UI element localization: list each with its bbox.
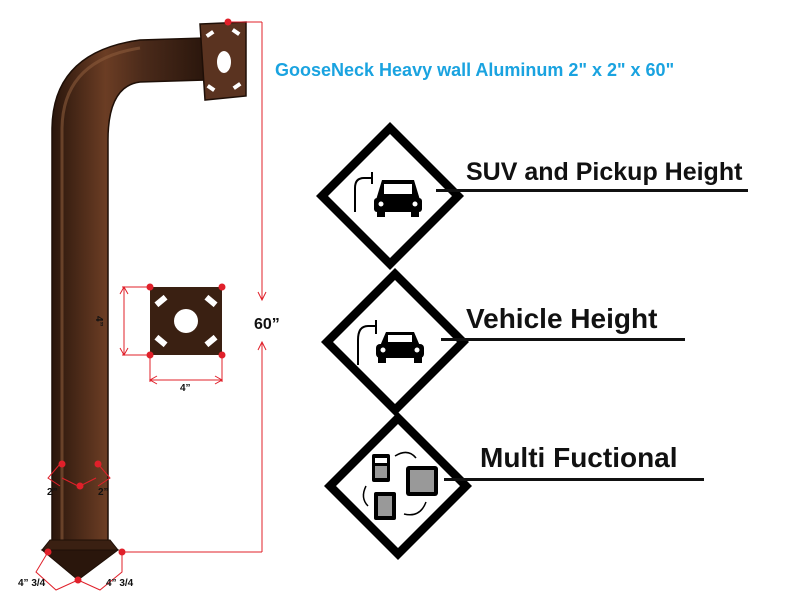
- diamond-badge-multi: [324, 412, 472, 560]
- feature-underline-suv: [436, 189, 748, 192]
- plate-height-label: 4”: [93, 316, 104, 327]
- feature-label-vehicle: Vehicle Height: [466, 303, 658, 334]
- diamond-badge-vehicle: [321, 268, 469, 416]
- top-mounting-plate: [199, 21, 247, 101]
- base-left-label: 4” 3/4: [18, 578, 46, 589]
- dimension-dots: [44, 18, 232, 584]
- gooseneck-post: [40, 37, 206, 581]
- diamond-badge-suv: [316, 122, 464, 270]
- plate-width-label: 4”: [180, 383, 191, 394]
- feature-label-multi: Multi Fuctional: [480, 442, 678, 473]
- post-width-right-label: 2”: [98, 487, 109, 498]
- suv-pickup-icon: [354, 172, 422, 217]
- plate-detail: [150, 287, 222, 355]
- post-width-left-label: 2”: [47, 487, 58, 498]
- car-icon: [357, 320, 424, 365]
- feature-underline-multi: [444, 478, 704, 481]
- base-right-label: 4” 3/4: [106, 578, 134, 589]
- feature-underline-vehicle: [441, 338, 685, 341]
- page-title: GooseNeck Heavy wall Aluminum 2" x 2" x …: [275, 60, 675, 80]
- dimension-lines: [35, 21, 267, 591]
- feature-label-suv: SUV and Pickup Height: [466, 158, 743, 186]
- height-dimension-label: 60”: [254, 316, 280, 333]
- keypads-icon: [362, 451, 438, 520]
